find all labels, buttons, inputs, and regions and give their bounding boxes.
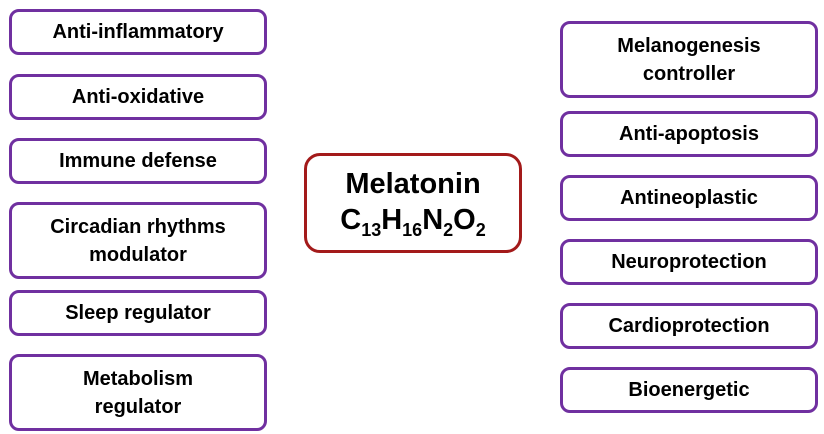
formula-subscript: 2	[475, 220, 486, 240]
effect-box-anti-inflammatory: Anti-inflammatory	[9, 9, 267, 55]
formula-subscript: 16	[402, 220, 423, 240]
effect-box-antineoplastic: Antineoplastic	[560, 175, 818, 221]
formula-element: C	[340, 204, 362, 236]
chemical-formula: C13H16N2O2	[340, 201, 486, 239]
effect-label: Circadian rhythms modulator	[50, 215, 226, 266]
effect-box-cardioprotection: Cardioprotection	[560, 303, 818, 349]
effect-label: Anti-inflammatory	[52, 21, 224, 43]
effect-label: Bioenergetic	[628, 379, 750, 401]
effect-label: Metabolism regulator	[82, 367, 194, 418]
effect-box-anti-oxidative: Anti-oxidative	[9, 74, 267, 120]
effect-box-neuroprotection: Neuroprotection	[560, 239, 818, 285]
effect-box-bioenergetic: Bioenergetic	[560, 367, 818, 413]
formula-element: H	[381, 204, 403, 236]
melatonin-center-box: Melatonin C13H16N2O2	[304, 153, 522, 253]
effect-label: Neuroprotection	[611, 251, 767, 273]
effect-label: Anti-oxidative	[71, 86, 205, 108]
formula-subscript: 13	[361, 220, 382, 240]
effect-box-immune-defense: Immune defense	[9, 138, 267, 184]
effect-label: Melanogenesis controller	[617, 34, 761, 85]
effect-label: Immune defense	[59, 150, 217, 172]
effect-box-anti-apoptosis: Anti-apoptosis	[560, 111, 818, 157]
formula-subscript: 2	[443, 220, 454, 240]
effect-label: Antineoplastic	[620, 187, 758, 209]
effect-box-metabolism-regulator: Metabolism regulator	[9, 354, 267, 431]
melatonin-title: Melatonin	[345, 168, 481, 200]
formula-element: N	[422, 204, 444, 236]
formula-element: O	[453, 204, 476, 236]
effect-box-sleep-regulator: Sleep regulator	[9, 290, 267, 336]
effect-box-circadian-rhythms-modulator: Circadian rhythms modulator	[9, 202, 267, 279]
effect-label: Cardioprotection	[608, 315, 770, 337]
effect-box-melanogenesis-controller: Melanogenesis controller	[560, 21, 818, 98]
effect-label: Anti-apoptosis	[619, 123, 759, 145]
effect-label: Sleep regulator	[65, 302, 211, 324]
